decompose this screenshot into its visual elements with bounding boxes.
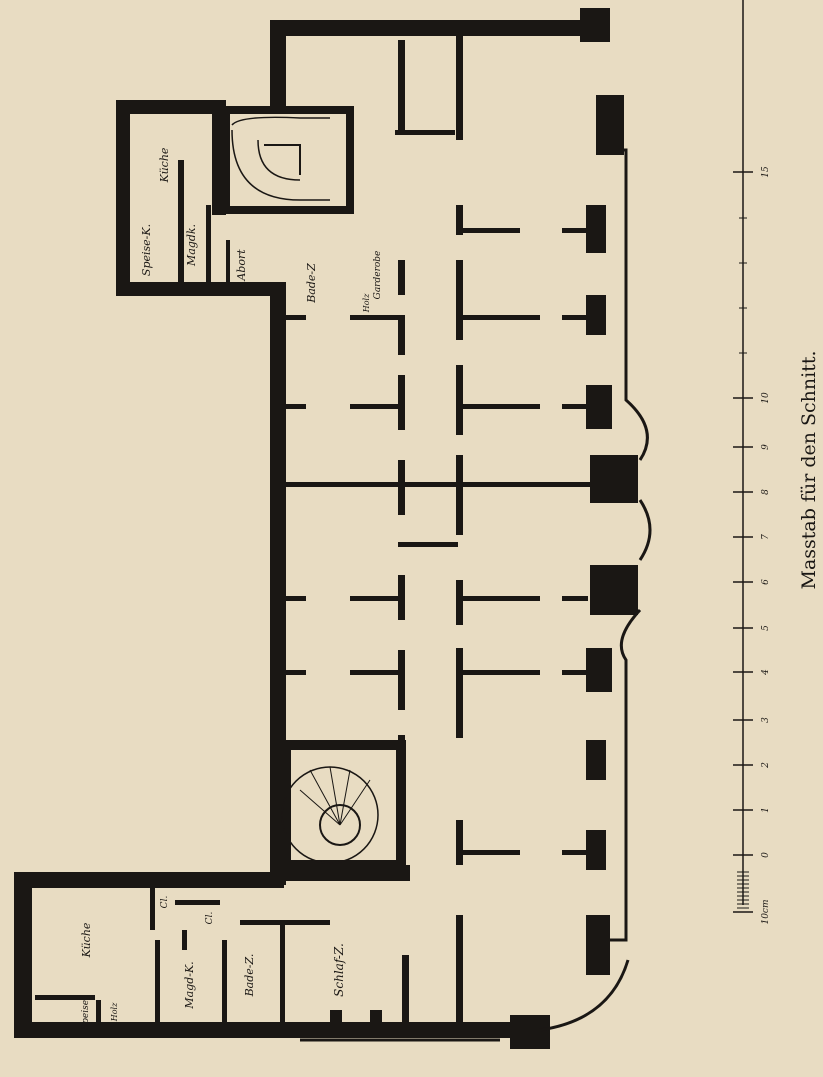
facade-piers [586,205,638,975]
scale-tick-label: 15 [761,166,771,178]
bottom-staircase [281,740,406,870]
label-bade-bottom: Bade-Z. [243,954,256,998]
label-speise-bottom: Speise [81,1000,91,1030]
scale-tick-label: 3 [761,717,771,723]
label-cl-2: Cl. [205,912,215,925]
label-bade-top: Bade-Z [305,263,318,304]
label-holz-top: Holz [362,293,371,313]
label-garderobe: Garderobe [373,251,383,300]
scale-tick-label: 4 [761,669,771,676]
scale-tick-label: 10cm [761,899,771,924]
outer-walls [14,8,624,1049]
floor-plan [14,8,652,1049]
scale-tick-label: 8 [761,489,771,495]
facade-line [300,148,652,1042]
scale-tick-label: 6 [761,579,771,585]
cross-partitions [286,130,590,855]
scale-tick-label: 5 [761,625,771,631]
bottom-wing-walls [14,872,409,1032]
label-schlaf: Schlaf-Z. [332,943,346,997]
scale-tick-label: 9 [761,444,771,450]
label-kueche-top: Küche [158,147,171,183]
label-magdk-top: Magdk. [185,224,198,267]
label-magdk-bottom: Magd-K. [183,961,196,1009]
top-staircase [222,106,354,214]
scale-tick-label: 2 [761,762,771,769]
label-cl-1: Cl. [160,896,170,909]
label-abort: Abort [235,249,248,282]
scale-ticks: 10cm 0 1 2 3 4 5 6 7 8 9 10 15 [733,166,771,925]
label-speise-top: Speise-K. [140,224,153,276]
scale-tick-label: 7 [761,534,771,540]
scale-tick-label: 1 [761,807,771,813]
scale-caption: Masstab für den Schnitt. [798,350,820,589]
scale-bar: 10cm 0 1 2 3 4 5 6 7 8 9 10 15 Masstab für den Schni… [733,0,820,925]
scale-tick-label: 10 [761,392,771,404]
scale-tick-label: 0 [761,852,771,858]
label-kueche-bottom: Küche [80,922,93,958]
label-holz-bottom: Holz [110,1002,119,1022]
room-labels: Küche Speise-K. Magdk. Abort Bade-Z Gard… [80,147,383,1030]
